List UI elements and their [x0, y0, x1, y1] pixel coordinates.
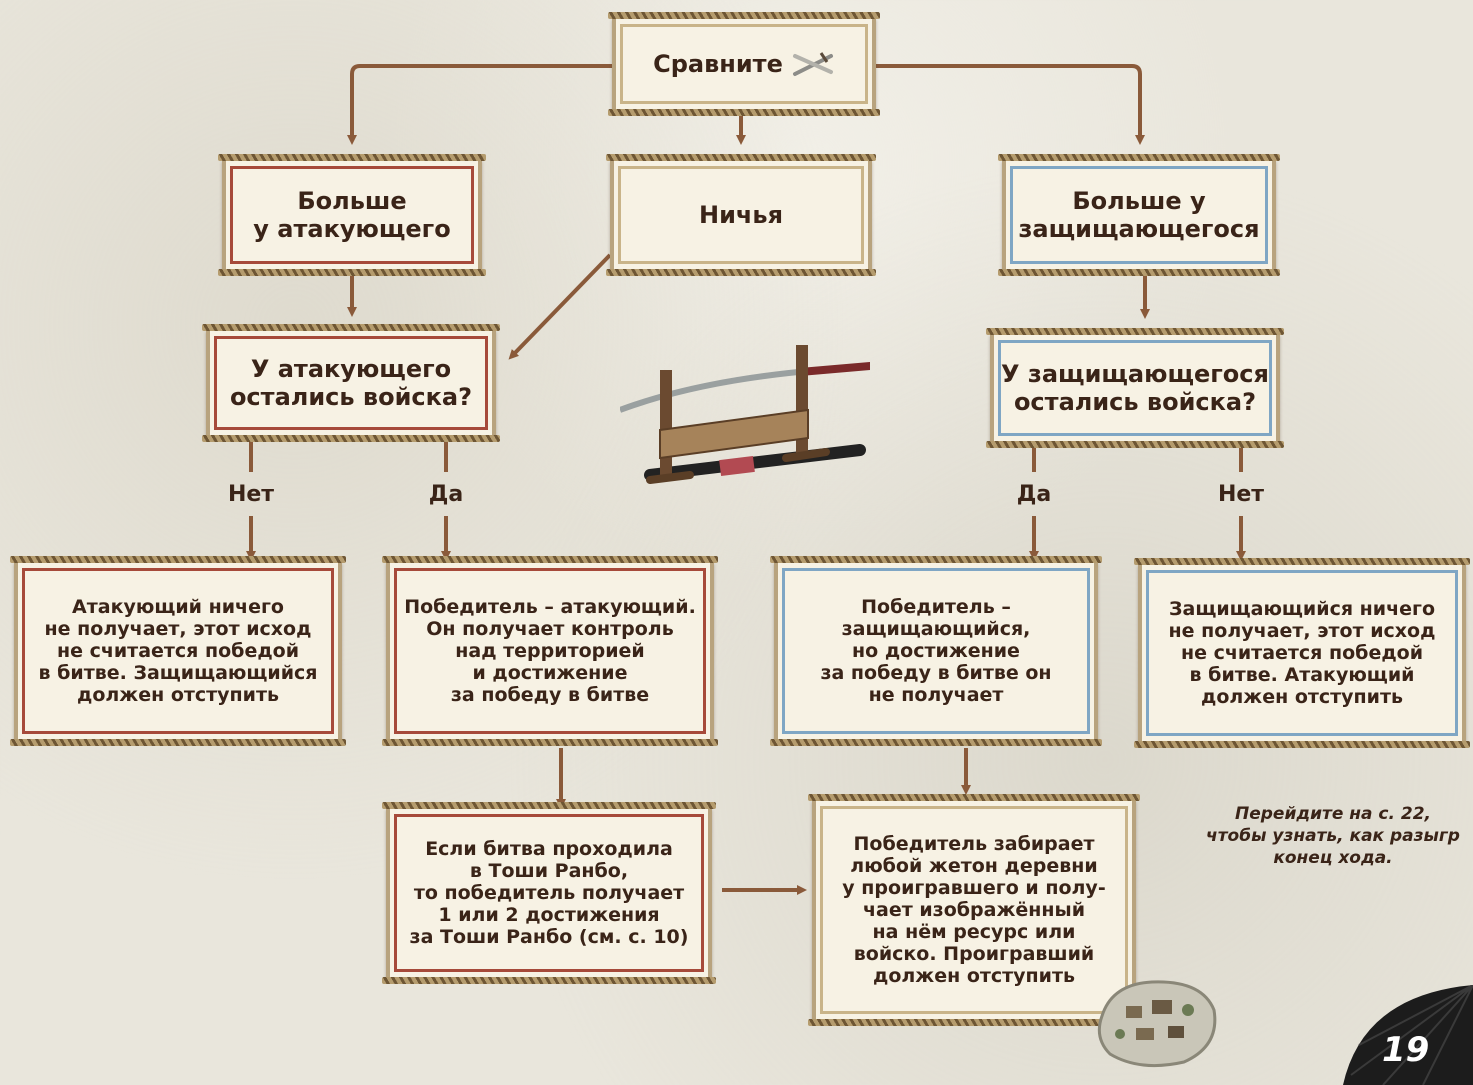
- outcome-line: за победу в битве он: [820, 662, 1052, 684]
- outcome-line: защищающийся,: [841, 618, 1031, 640]
- draw-label: Ничья: [699, 201, 783, 229]
- answer-yes-left: Да: [428, 482, 464, 507]
- note-line: конец хода.: [1273, 848, 1393, 868]
- outcome-line: Защищающийся ничего: [1169, 598, 1435, 620]
- outcome-line: не получает, этот исход: [44, 618, 312, 640]
- outcome-line: на нём ресурс или: [872, 921, 1076, 943]
- katana-stand-icon: [620, 345, 870, 484]
- defender-more-line-2: защищающегося: [1018, 215, 1260, 243]
- outcome-line: за победу в битве: [450, 684, 650, 706]
- outcome-line: любой жетон деревни: [850, 855, 1098, 877]
- outcome-line: Он получает контроль: [426, 618, 674, 640]
- outcome-attacker-nothing: Атакующий ничего не получает, этот исход…: [10, 556, 346, 746]
- retreat-keyword: отступить: [170, 684, 280, 706]
- retreat-keyword: отступить: [966, 965, 1076, 987]
- defender-more-line-1: Больше у: [1072, 187, 1206, 215]
- outcome-line: за Тоши Ранбо (см. с. 10): [409, 926, 689, 948]
- compare-label: Сравните: [653, 50, 783, 78]
- defender-troops-question: У защищающегося остались войска?: [986, 328, 1284, 448]
- outcome-line: Победитель забирает: [853, 833, 1095, 855]
- answer-no-right: Нет: [1217, 482, 1265, 507]
- outcome-line: то победитель получает: [413, 882, 685, 904]
- defender-troops-line-2: остались войска?: [1013, 388, 1257, 416]
- village-token-icon: [1097, 980, 1217, 1068]
- answer-no-left: Нет: [227, 482, 275, 507]
- outcome-line: не получает, этот исход: [1168, 620, 1436, 642]
- turn-end-note: Перейдите на с. 22, чтобы узнать, как ра…: [1183, 803, 1473, 869]
- toshi-rambo-node: Если битва проходила в Тоши Ранбо, то по…: [382, 802, 716, 984]
- page-number: 19: [1382, 1030, 1430, 1070]
- note-line: чтобы узнать, как разыгр: [1206, 826, 1460, 846]
- outcome-line: у проигравшего и полу-: [842, 877, 1106, 899]
- outcome-line: над территорией: [455, 640, 645, 662]
- outcome-line: Победитель –: [861, 596, 1011, 618]
- note-line: Перейдите на с. 22,: [1234, 804, 1431, 824]
- outcome-text: должен: [76, 684, 171, 706]
- answer-yes-right: Да: [1016, 482, 1052, 507]
- outcome-text: должен: [1200, 686, 1295, 708]
- outcome-line: должен отступить: [873, 965, 1075, 987]
- defender-more-node: Больше у защищающегося: [998, 154, 1280, 276]
- draw-node: Ничья: [606, 154, 876, 276]
- not-receive-keyword: не получает: [868, 684, 1004, 706]
- village-token-node: Победитель забирает любой жетон деревни …: [808, 794, 1140, 1026]
- compare-node: Сравните: [608, 12, 880, 116]
- outcome-line: Атакующий ничего: [72, 596, 284, 618]
- outcome-line: но достижение: [852, 640, 1020, 662]
- outcome-line: в Тоши Ранбо,: [469, 860, 629, 882]
- attacker-more-line-2: у атакующего: [253, 215, 451, 243]
- outcome-line: 1 или 2 достижения: [438, 904, 660, 926]
- outcome-line: должен отступить: [77, 684, 279, 706]
- outcome-line: в битве. Защищающийся: [38, 662, 318, 684]
- defender-troops-line-1: У защищающегося: [1001, 360, 1269, 388]
- outcome-line: чает изображённый: [862, 899, 1086, 921]
- page-corner-fan-icon: [1343, 985, 1473, 1085]
- outcome-line: должен отступить: [1201, 686, 1403, 708]
- attacker-troops-line-1: У атакующего: [250, 355, 452, 383]
- outcome-line: не считается победой: [56, 640, 300, 662]
- outcome-line: и достижение: [472, 662, 628, 684]
- outcome-line: войско. Проигравший: [853, 943, 1095, 965]
- outcome-defender-wins: Победитель – защищающийся, но достижение…: [770, 556, 1102, 746]
- attacker-troops-question: У атакующего остались войска?: [202, 324, 500, 442]
- outcome-line: в битве. Атакующий: [1189, 664, 1415, 686]
- outcome-line: Если битва проходила: [425, 838, 673, 860]
- outcome-line: не считается победой: [1180, 642, 1424, 664]
- outcome-attacker-wins: Победитель – атакующий. Он получает конт…: [382, 556, 718, 746]
- attacker-troops-line-2: остались войска?: [229, 383, 473, 411]
- attacker-more-node: Больше у атакующего: [218, 154, 486, 276]
- outcome-defender-nothing: Защищающийся ничего не получает, этот ис…: [1134, 558, 1470, 748]
- outcome-text: должен: [872, 965, 967, 987]
- crossed-swords-icon: [792, 52, 833, 76]
- outcome-line: Победитель – атакующий.: [404, 596, 696, 618]
- attacker-more-line-1: Больше: [297, 187, 407, 215]
- retreat-keyword: отступить: [1294, 686, 1404, 708]
